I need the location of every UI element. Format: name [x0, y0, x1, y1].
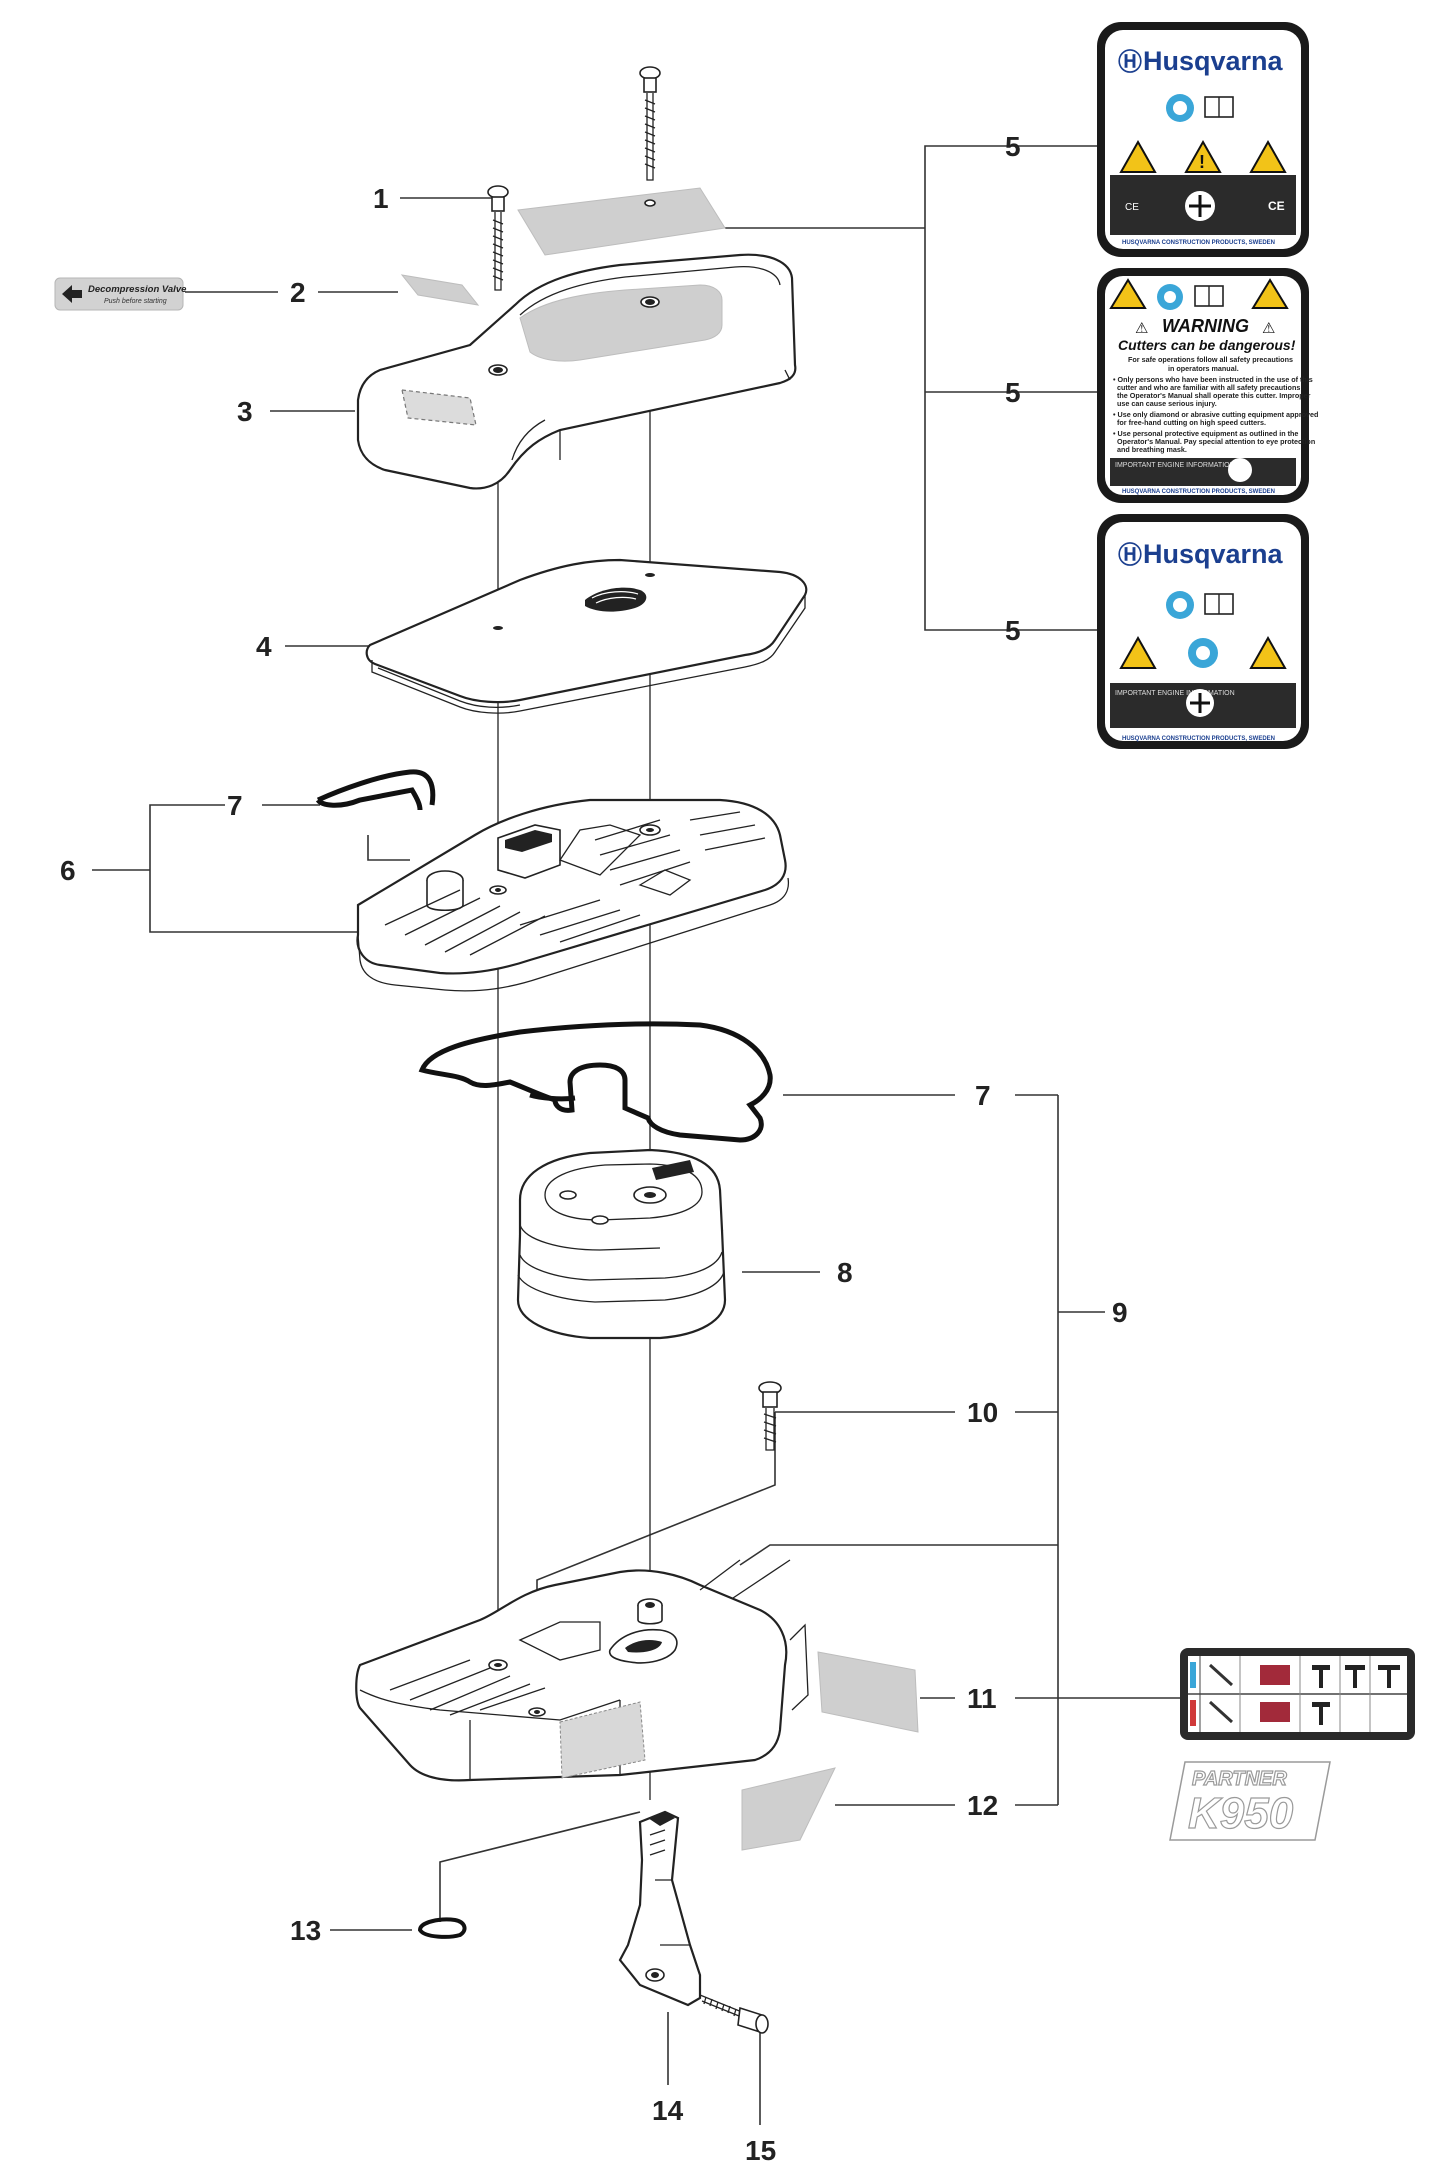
warning-line-7: • Use only diamond or abrasive cutting e… — [1113, 410, 1318, 419]
top-sticker-label — [517, 187, 726, 256]
decal-footer-1: HUSQVARNA CONSTRUCTION PRODUCTS, SWEDEN — [1122, 240, 1275, 246]
decompression-valve-label: Decompression Valve Push before starting — [54, 277, 187, 311]
svg-text:⚠: ⚠ — [1135, 320, 1148, 337]
callout-6: 6 — [60, 855, 76, 886]
callout-2: 2 — [290, 277, 306, 308]
callout-12: 12 — [967, 1790, 998, 1821]
warning-line-10: Operator's Manual. Pay special attention… — [1117, 437, 1315, 446]
foam-filter-part-4 — [365, 558, 808, 714]
warning-line-4: cutter and who are familiar with all saf… — [1117, 383, 1300, 392]
warning-line-2: in operators manual. — [1168, 364, 1239, 373]
decal-5-brand-bottom: Ⓗ Husqvarna IMPORTANT ENGINE INFORMATION… — [1097, 514, 1309, 749]
decompression-valve-title: Decompression Valve — [88, 284, 187, 295]
callout-9: 9 — [1112, 1297, 1128, 1328]
svg-text:Ⓗ: Ⓗ — [1118, 541, 1142, 569]
svg-text:CE: CE — [1268, 199, 1285, 213]
callout-5a: 5 — [1005, 131, 1021, 162]
decal-12-model-badge: PARTNER K950 — [1169, 1761, 1331, 1841]
badge-partner-text: PARTNER — [1192, 1768, 1287, 1790]
filter-holder-part-6 — [356, 798, 790, 992]
air-filter-cover-part-3 — [356, 253, 797, 490]
label-part-11 — [817, 1651, 919, 1733]
callout-5b: 5 — [1005, 377, 1021, 408]
important-engine-info-2: IMPORTANT ENGINE INFORMATION — [1115, 690, 1235, 697]
decal-footer-2: HUSQVARNA CONSTRUCTION PRODUCTS, SWEDEN — [1122, 489, 1275, 495]
screw-upper — [639, 66, 661, 181]
badge-model-text: K950 — [1188, 1789, 1294, 1838]
callout-3: 3 — [237, 396, 253, 427]
callout-14: 14 — [652, 2095, 684, 2126]
svg-text:⚠: ⚠ — [1262, 320, 1275, 337]
callout-4: 4 — [256, 631, 272, 662]
callout-15: 15 — [745, 2135, 776, 2166]
decal-11-instructions — [1180, 1648, 1415, 1740]
important-engine-info-1: IMPORTANT ENGINE INFORMATION — [1115, 462, 1235, 469]
screw-part-10 — [758, 1381, 782, 1451]
decal-footer-3: HUSQVARNA CONSTRUCTION PRODUCTS, SWEDEN — [1122, 736, 1275, 742]
callout-7a: 7 — [227, 790, 243, 821]
small-grey-label-part-2 — [400, 274, 480, 306]
air-filter-element-part-8 — [516, 1148, 727, 1340]
screw-part-15 — [699, 1994, 769, 2034]
decal-5-warning: ⚠ WARNING ⚠ Cutters can be dangerous! Fo… — [1097, 268, 1318, 503]
callout-5c: 5 — [1005, 615, 1021, 646]
seal-part-7-upper — [315, 769, 436, 811]
callout-13: 13 — [290, 1915, 321, 1946]
callout-numbers: 1 2 3 4 5 5 5 6 7 7 8 9 10 11 12 13 14 1… — [60, 131, 1128, 2166]
filter-housing-base-part-9 — [355, 1559, 788, 1782]
intake-bracket-part-14 — [618, 1810, 702, 2007]
warning-line-1: For safe operations follow all safety pr… — [1128, 355, 1293, 364]
decal-brand-name: Husqvarna — [1143, 46, 1284, 76]
callout-8: 8 — [837, 1257, 853, 1288]
warning-subtitle: Cutters can be dangerous! — [1118, 337, 1296, 353]
gasket-part-7-lower — [418, 1021, 773, 1143]
decal-brand-name-2: Husqvarna — [1143, 539, 1284, 569]
decompression-valve-subtitle: Push before starting — [104, 298, 167, 305]
warning-line-3: • Only persons who have been instructed … — [1113, 375, 1313, 384]
warning-line-11: and breathing mask. — [1117, 445, 1187, 454]
gasket-part-13 — [417, 1917, 467, 1939]
screw-part-1 — [487, 185, 509, 291]
warning-line-6: use can cause serious injury. — [1117, 399, 1217, 408]
warning-line-5: the Operator's Manual shall operate this… — [1117, 391, 1311, 400]
warning-line-9: • Use personal protective equipment as o… — [1113, 429, 1298, 438]
callout-10: 10 — [967, 1397, 998, 1428]
warning-title: WARNING — [1162, 316, 1249, 336]
warning-line-8: for free-hand cutting on high speed cutt… — [1117, 418, 1266, 427]
svg-text:Ⓗ: Ⓗ — [1118, 48, 1142, 76]
callout-1: 1 — [373, 183, 389, 214]
callout-7b: 7 — [975, 1080, 991, 1111]
svg-text:CE: CE — [1125, 202, 1139, 213]
callout-11: 11 — [967, 1683, 997, 1714]
svg-text:!: ! — [1199, 152, 1205, 172]
decal-5-brand-top: Husqvarna Ⓗ ! CE CE HUSQVARNA CONSTRUCTI… — [1097, 22, 1309, 257]
label-part-12 — [741, 1767, 836, 1851]
